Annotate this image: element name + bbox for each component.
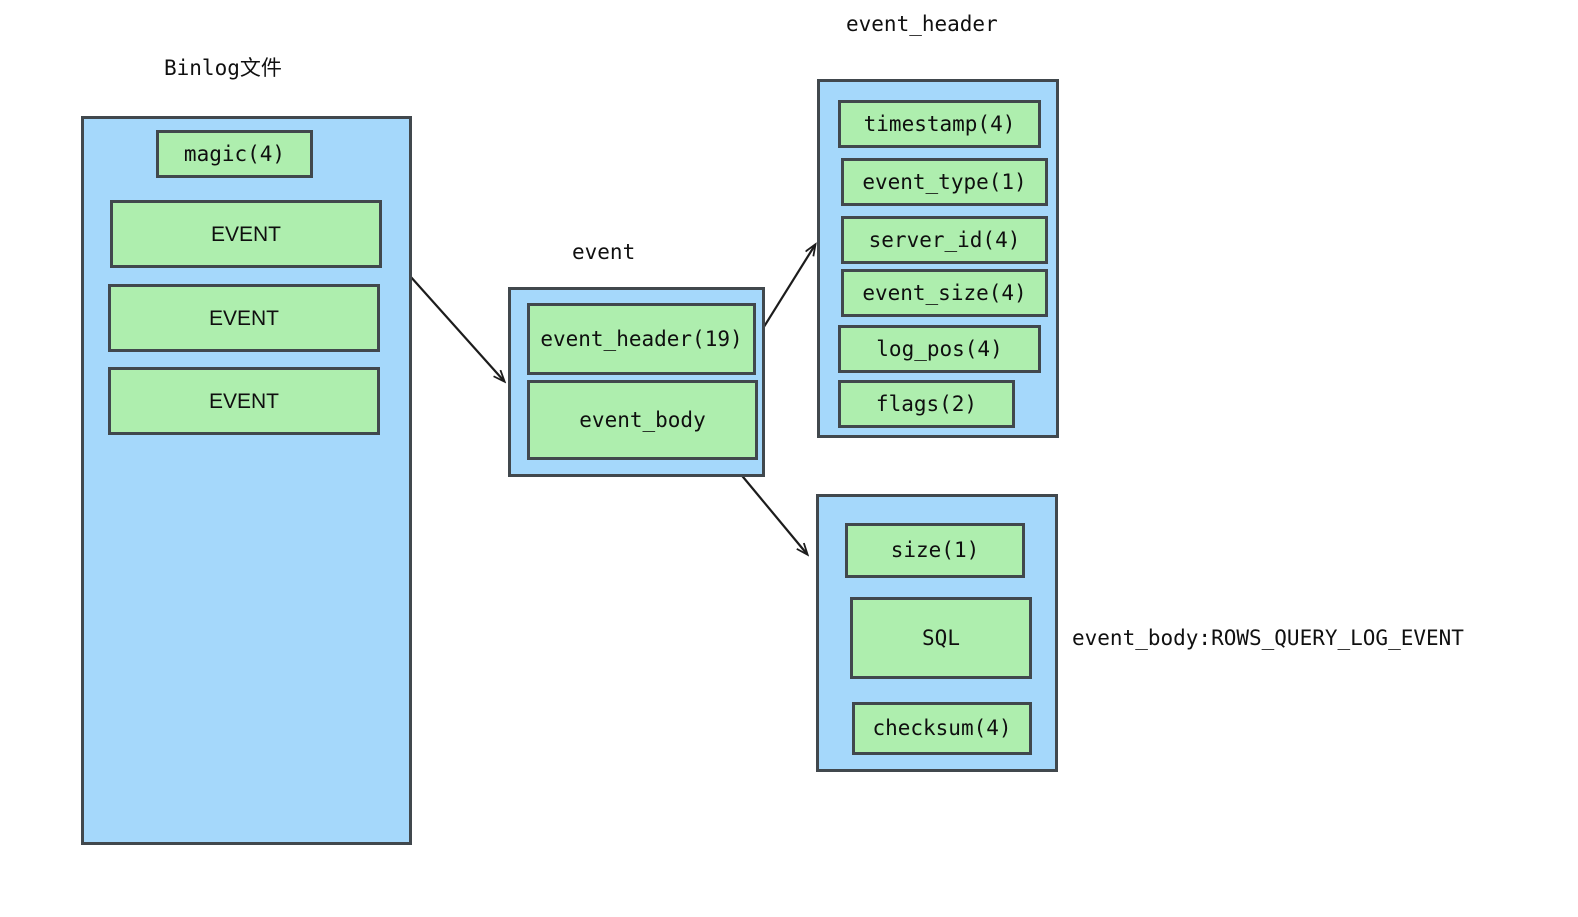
event-header-field-event-type-label: event_type(1) xyxy=(862,169,1027,194)
binlog-file-caption: Binlog文件 xyxy=(164,56,282,80)
event-header-field-timestamp-label: timestamp(4) xyxy=(863,111,1016,136)
event-header-field-event-size[interactable]: event_size(4) xyxy=(841,269,1048,317)
binlog-field-event-1[interactable]: EVENT xyxy=(110,200,382,268)
event-header-field-event-size-label: event_size(4) xyxy=(862,280,1027,305)
event-field-event-body[interactable]: event_body xyxy=(527,380,758,460)
event-header-field-server-id-label: server_id(4) xyxy=(868,227,1021,252)
event-field-event-header-label: event_header(19) xyxy=(540,326,743,351)
event-body-field-checksum[interactable]: checksum(4) xyxy=(852,702,1032,755)
event-header-field-event-type[interactable]: event_type(1) xyxy=(841,158,1048,206)
binlog-field-event-3[interactable]: EVENT xyxy=(108,367,380,435)
event-body-field-size-label: size(1) xyxy=(890,538,980,562)
event-header-field-flags[interactable]: flags(2) xyxy=(838,380,1015,428)
event-header-field-flags-label: flags(2) xyxy=(875,391,978,416)
binlog-field-magic-label: magic(4) xyxy=(183,141,286,166)
event-header-field-server-id[interactable]: server_id(4) xyxy=(841,216,1048,264)
event-header-caption: event_header xyxy=(846,12,998,36)
event-field-event-header[interactable]: event_header(19) xyxy=(527,303,756,375)
event-body-field-sql-label: SQL xyxy=(922,625,960,650)
binlog-file-container: magic(4) EVENT EVENT EVENT xyxy=(81,116,412,845)
binlog-field-event-2-label: EVENT xyxy=(208,306,279,330)
event-caption: event xyxy=(572,240,636,264)
binlog-field-magic[interactable]: magic(4) xyxy=(156,130,313,178)
event-body-caption: event_body:ROWS_QUERY_LOG_EVENT xyxy=(1072,626,1464,650)
event-body-field-checksum-label: checksum(4) xyxy=(872,716,1012,740)
event-header-field-timestamp[interactable]: timestamp(4) xyxy=(838,100,1041,148)
event-container: event_header(19) event_body xyxy=(508,287,765,477)
event-field-event-body-label: event_body xyxy=(579,407,706,432)
event-body-field-sql[interactable]: SQL xyxy=(850,597,1032,679)
binlog-field-event-3-label: EVENT xyxy=(208,389,279,413)
event-body-field-size[interactable]: size(1) xyxy=(845,523,1025,578)
event-header-field-log-pos[interactable]: log_pos(4) xyxy=(838,325,1041,373)
event-header-field-log-pos-label: log_pos(4) xyxy=(876,336,1003,361)
binlog-field-event-1-label: EVENT xyxy=(210,222,281,246)
binlog-field-event-2[interactable]: EVENT xyxy=(108,284,380,352)
event-header-container: timestamp(4) event_type(1) server_id(4) … xyxy=(817,79,1059,438)
event-body-container: size(1) SQL checksum(4) xyxy=(816,494,1058,772)
